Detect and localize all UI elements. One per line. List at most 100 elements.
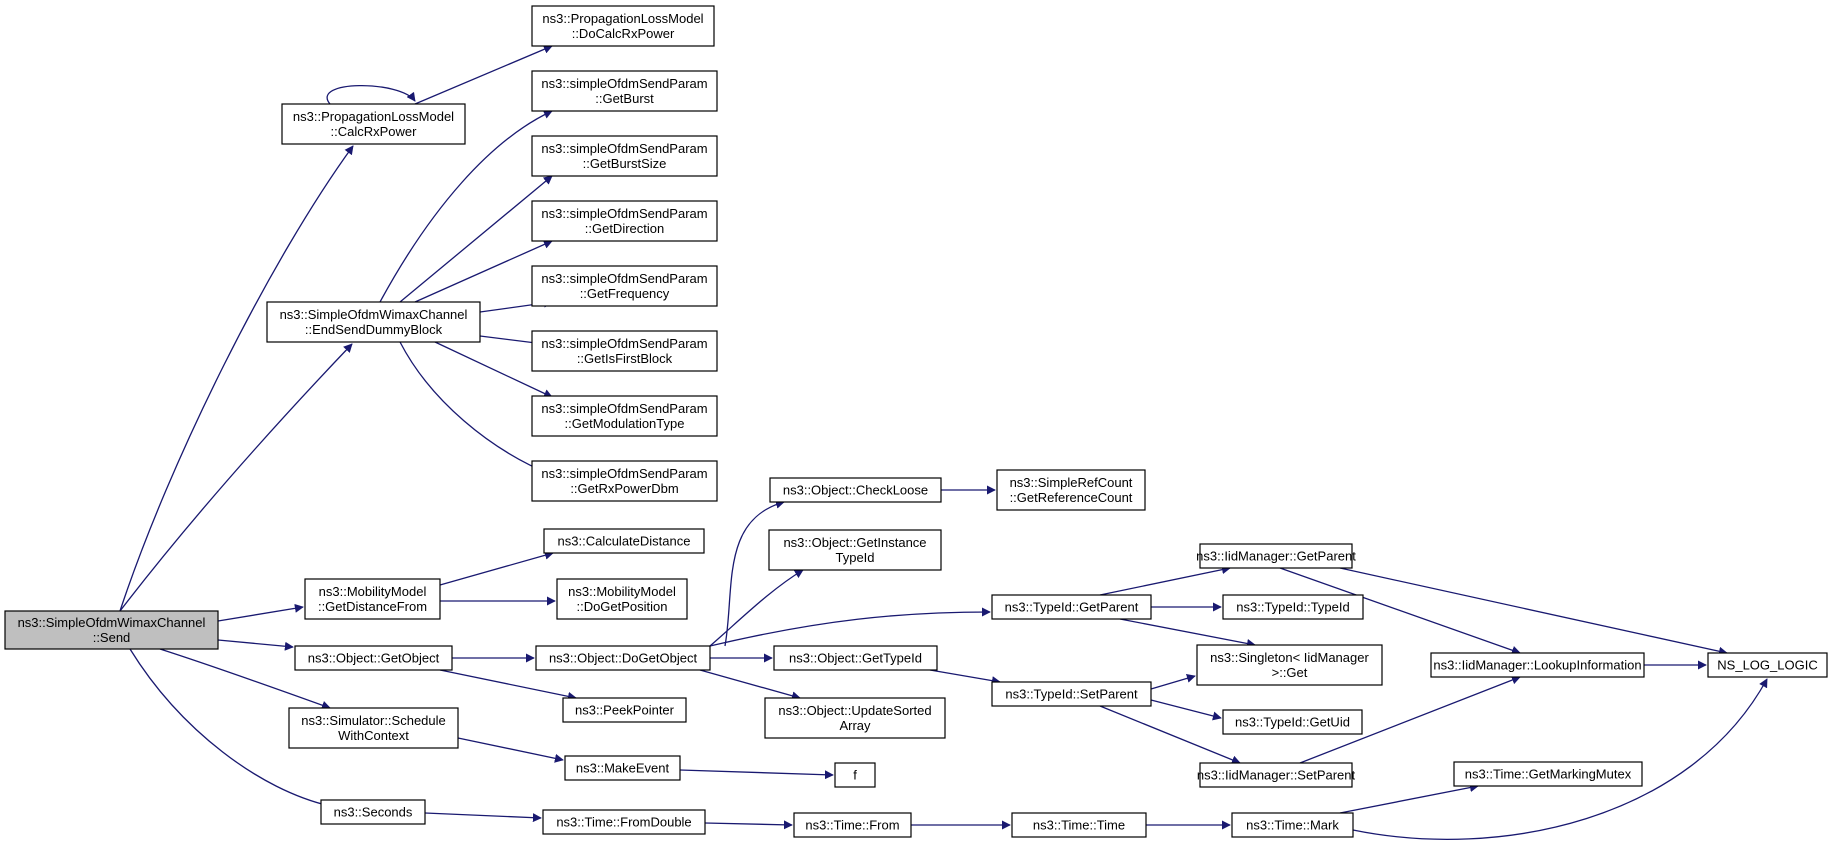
node-label: ns3::PropagationLossModel <box>542 11 703 26</box>
node-label: ::GetBurst <box>595 91 654 106</box>
node-label: ::GetDirection <box>585 221 664 236</box>
node-timeFrom[interactable]: ns3::Time::From <box>793 812 912 838</box>
node-label: ns3::Object::GetTypeId <box>789 651 922 666</box>
node-doGetObject[interactable]: ns3::Object::DoGetObject <box>535 645 711 671</box>
node-peekPtr[interactable]: ns3::PeekPointer <box>562 697 687 723</box>
node-box <box>266 301 481 343</box>
node-label: ns3::Seconds <box>334 805 413 820</box>
node-box <box>531 70 718 112</box>
node-label: ::EndSendDummyBlock <box>305 322 443 337</box>
node-label: ns3::simpleOfdmSendParam <box>541 466 707 481</box>
node-label: ::GetFrequency <box>580 286 670 301</box>
node-label: ns3::Object::CheckLoose <box>783 483 928 498</box>
node-label: ::DoCalcRxPower <box>572 26 675 41</box>
node-timeMark[interactable]: ns3::Time::Mark <box>1231 812 1354 838</box>
node-f[interactable]: f <box>834 762 876 788</box>
node-label: ns3::MobilityModel <box>568 584 676 599</box>
node-label: ::GetDistanceFrom <box>318 599 427 614</box>
edge-send-to-getObject <box>217 639 294 651</box>
edge-endSend-to-getDirection <box>414 240 553 303</box>
node-getObject[interactable]: ns3::Object::GetObject <box>294 645 453 671</box>
node-seconds[interactable]: ns3::Seconds <box>320 799 426 825</box>
node-label: ns3::simpleOfdmSendParam <box>541 271 707 286</box>
node-checkLoose[interactable]: ns3::Object::CheckLoose <box>769 477 942 503</box>
node-label: ns3::Object::GetObject <box>308 651 440 666</box>
node-box <box>1430 652 1645 678</box>
node-label: ::GetRxPowerDbm <box>570 481 678 496</box>
node-endSend[interactable]: ns3::SimpleOfdmWimaxChannel::EndSendDumm… <box>266 301 481 343</box>
node-label: ns3::MobilityModel <box>319 584 427 599</box>
node-label: ns3::IidManager::SetParent <box>1197 768 1356 783</box>
node-calcDist[interactable]: ns3::CalculateDistance <box>543 528 705 554</box>
node-box <box>535 645 711 671</box>
node-label: ns3::PeekPointer <box>575 703 675 718</box>
node-nsLog[interactable]: NS_LOG_LOGIC <box>1707 652 1828 678</box>
node-makeEvent[interactable]: ns3::MakeEvent <box>564 755 681 781</box>
node-label: ns3::Time::Mark <box>1246 818 1339 833</box>
node-iidLookup[interactable]: ns3::IidManager::LookupInformation <box>1430 652 1645 678</box>
node-send[interactable]: ns3::SimpleOfdmWimaxChannel::Send <box>4 610 219 650</box>
node-iidSetParent[interactable]: ns3::IidManager::SetParent <box>1197 762 1356 788</box>
node-getBurstSize[interactable]: ns3::simpleOfdmSendParam::GetBurstSize <box>531 135 718 177</box>
node-timeTime[interactable]: ns3::Time::Time <box>1011 812 1147 838</box>
node-getIsFirstBlock[interactable]: ns3::simpleOfdmSendParam::GetIsFirstBloc… <box>531 330 718 372</box>
node-box <box>1199 762 1353 788</box>
node-getMarkMutex[interactable]: ns3::Time::GetMarkingMutex <box>1453 761 1643 787</box>
node-box <box>281 103 466 145</box>
node-box <box>304 578 441 620</box>
node-box <box>1011 812 1147 838</box>
edge-tidGetParent-to-singleton <box>1119 618 1256 648</box>
node-getModType[interactable]: ns3::simpleOfdmSendParam::GetModulationT… <box>531 395 718 437</box>
node-getFrequency[interactable]: ns3::simpleOfdmSendParam::GetFrequency <box>531 265 718 307</box>
edge-getTypeId-to-tidSetParent <box>929 669 1001 686</box>
node-tidSetParent[interactable]: ns3::TypeId::SetParent <box>991 681 1152 707</box>
node-singleton[interactable]: ns3::Singleton< IidManager >::Get <box>1196 644 1383 686</box>
node-box <box>543 528 705 554</box>
edge-calcRx-to-doCalcRx <box>414 45 553 105</box>
node-label: ns3::TypeId::SetParent <box>1005 687 1138 702</box>
edge-send-to-schedCtx <box>159 648 331 710</box>
node-calcRx[interactable]: ns3::PropagationLossModel::CalcRxPower <box>281 103 466 145</box>
node-label: ns3::simpleOfdmSendParam <box>541 401 707 416</box>
node-label: ::DoGetPosition <box>576 599 667 614</box>
edge-seconds-to-fromDouble <box>424 812 542 823</box>
node-label: ns3::Object::DoGetObject <box>549 651 698 666</box>
edge-endSend-to-getBurstSize <box>399 175 553 303</box>
node-box <box>531 395 718 437</box>
node-box <box>764 697 946 739</box>
node-doCalcRx[interactable]: ns3::PropagationLossModel::DoCalcRxPower <box>531 5 715 47</box>
node-label: ns3::simpleOfdmSendParam <box>541 76 707 91</box>
node-tidTypeId[interactable]: ns3::TypeId::TypeId <box>1222 594 1364 620</box>
node-getTypeId[interactable]: ns3::Object::GetTypeId <box>773 645 938 671</box>
node-mobDist[interactable]: ns3::MobilityModel::GetDistanceFrom <box>304 578 441 620</box>
node-label: ns3::Object::UpdateSorted <box>778 703 931 718</box>
edge-endSend-to-getBurst <box>379 110 553 303</box>
node-getBurst[interactable]: ns3::simpleOfdmSendParam::GetBurst <box>531 70 718 112</box>
edge-send-to-mobDist <box>217 603 304 622</box>
node-tidGetParent[interactable]: ns3::TypeId::GetParent <box>991 594 1152 620</box>
node-label: NS_LOG_LOGIC <box>1717 658 1817 673</box>
node-box <box>1453 761 1643 787</box>
edge-tidSetParent-to-singleton <box>1150 673 1196 690</box>
node-getRefCount[interactable]: ns3::SimpleRefCount::GetReferenceCount <box>996 469 1146 511</box>
edge-iidGetParent-to-nsLog <box>1339 567 1728 656</box>
node-label: ns3::Object::GetInstance <box>783 535 926 550</box>
node-box <box>773 645 938 671</box>
edge-doGetObject-to-getInstTid <box>709 569 804 647</box>
edge-endSend-to-getModType <box>434 341 553 398</box>
node-doGetPos[interactable]: ns3::MobilityModel::DoGetPosition <box>556 578 688 620</box>
edge-send-to-endSend <box>119 343 353 612</box>
node-box <box>288 707 459 749</box>
node-fromDouble[interactable]: ns3::Time::FromDouble <box>542 809 706 835</box>
node-getRxPowerDbm[interactable]: ns3::simpleOfdmSendParam::GetRxPowerDbm <box>531 460 718 502</box>
node-label: ns3::Time::FromDouble <box>556 815 691 830</box>
node-label: ::GetModulationType <box>565 416 685 431</box>
node-getDirection[interactable]: ns3::simpleOfdmSendParam::GetDirection <box>531 200 718 242</box>
node-label: ::GetIsFirstBlock <box>577 351 673 366</box>
node-tidGetUid[interactable]: ns3::TypeId::GetUid <box>1222 709 1363 735</box>
node-label: ns3::PropagationLossModel <box>293 109 454 124</box>
node-iidGetParent[interactable]: ns3::IidManager::GetParent <box>1196 543 1356 569</box>
